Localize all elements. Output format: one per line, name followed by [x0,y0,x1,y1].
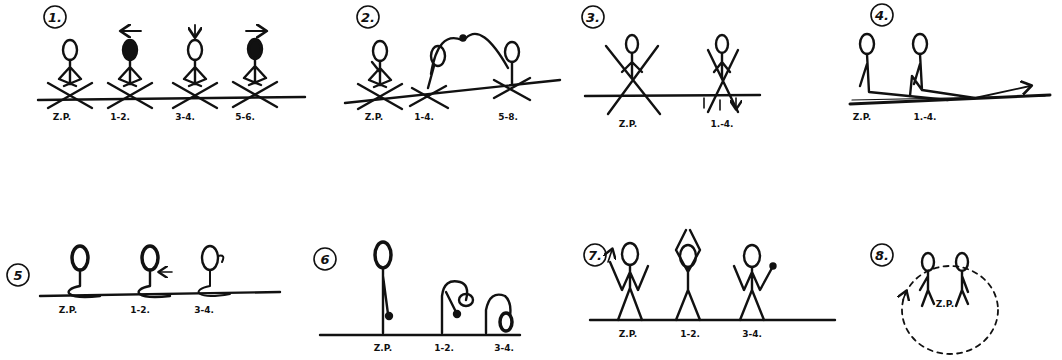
exercise-number: 5 [13,269,22,282]
count-label: 1.-4. [913,113,936,122]
count-label: 1-2. [130,306,150,315]
count-label: Z.P. [619,330,637,339]
count-label: Z.P. [59,306,77,315]
count-label: 3-4. [494,344,514,353]
count-label: 1-2. [434,344,454,353]
exercise-number: 6 [320,253,329,266]
exercise-number: 8. [875,249,889,262]
count-label: 5-8. [498,113,518,122]
exercise-number: 7. [588,249,602,262]
count-label: Z.P. [936,300,954,309]
count-label: 3-4. [175,113,195,122]
count-label: 1-4. [414,113,434,122]
exercise-number: 3. [586,11,600,24]
count-label: 5-6. [235,113,255,122]
count-label: Z.P. [374,344,392,353]
count-label: 3-4. [742,330,762,339]
count-label: Z.P. [619,120,637,129]
count-label: Z.P. [53,113,71,122]
count-label: 3-4. [194,306,214,315]
exercise-number: 2. [361,11,375,24]
exercise-number: 1. [48,11,62,24]
count-label: Z.P. [365,113,383,122]
count-label: 1-2. [680,330,700,339]
count-label: 1-2. [110,113,130,122]
count-label: 1.-4. [710,120,733,129]
exercise-number: 4. [875,9,889,22]
count-label: Z.P. [853,113,871,122]
